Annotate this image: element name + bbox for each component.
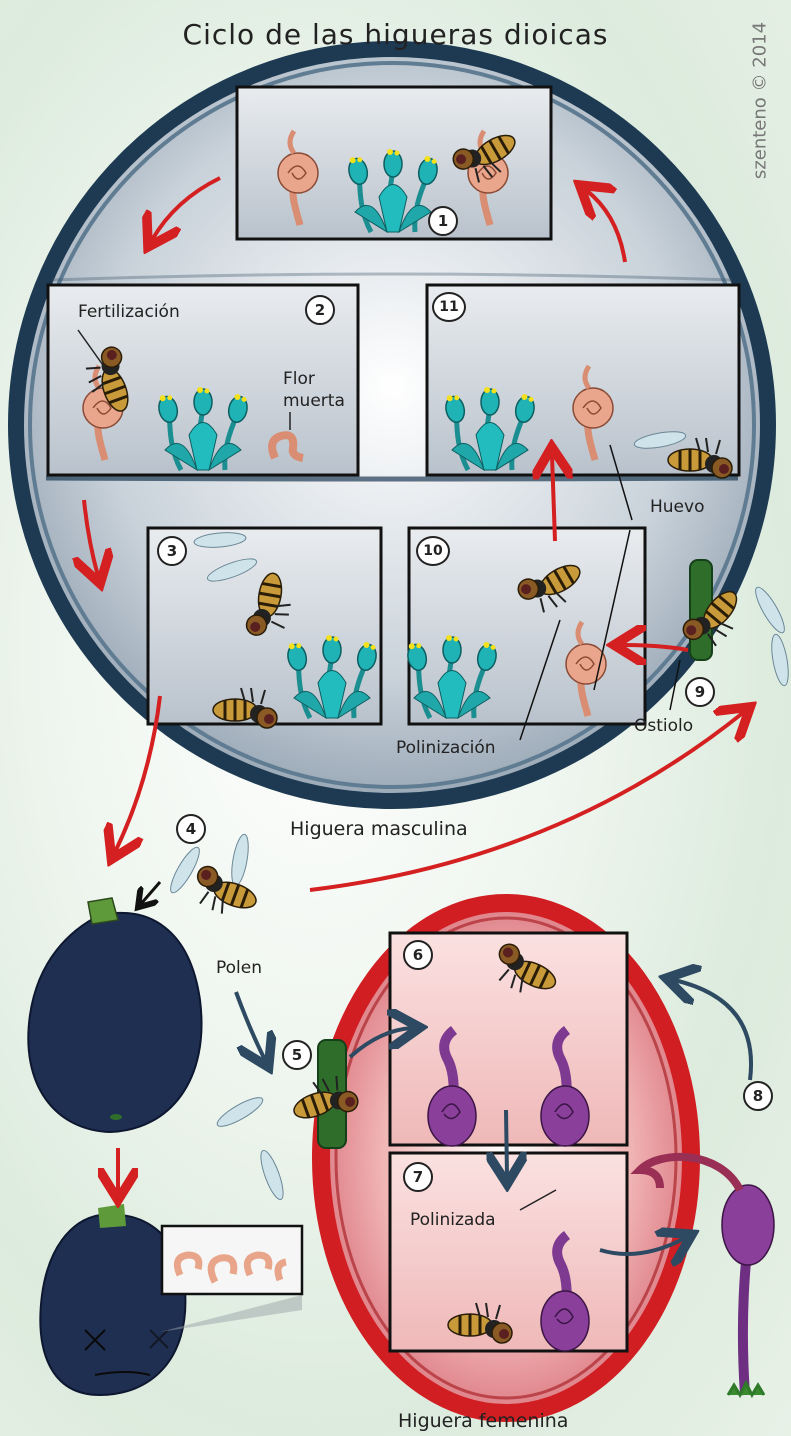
step-9-badge: 9 bbox=[685, 677, 715, 707]
step-1-badge: 1 bbox=[428, 206, 458, 236]
credit-text: szenteno © 2014 bbox=[740, 10, 780, 200]
panel-step-11 bbox=[427, 285, 739, 478]
label-polinizacion: Polinización bbox=[396, 738, 496, 758]
label-polinizada: Polinizada bbox=[410, 1210, 496, 1230]
label-higuera-femenina: Higuera femenina bbox=[398, 1410, 568, 1432]
step-5-badge: 5 bbox=[282, 1040, 312, 1070]
label-ostiolo: Ostiolo bbox=[634, 716, 693, 736]
step-8-badge: 8 bbox=[743, 1081, 773, 1111]
diagram-title: Ciclo de las higueras dioicas bbox=[0, 18, 791, 51]
step-6-badge: 6 bbox=[403, 940, 433, 970]
step-11-badge: 11 bbox=[432, 292, 466, 322]
panel-step-1 bbox=[237, 87, 551, 239]
credit-label: szenteno © 2014 bbox=[750, 6, 771, 196]
male-fig-fruit bbox=[28, 898, 201, 1132]
label-higuera-masculina: Higuera masculina bbox=[290, 818, 468, 840]
label-fertilizacion: Fertilización bbox=[78, 302, 180, 322]
step-2-badge: 2 bbox=[305, 295, 335, 325]
step-7-badge: 7 bbox=[403, 1162, 433, 1192]
wasp-step-4 bbox=[188, 864, 262, 923]
exit-arrow bbox=[140, 882, 160, 905]
dead-fig-zoom-panel bbox=[162, 1226, 302, 1294]
step-10-badge: 10 bbox=[416, 536, 450, 566]
step-4-badge: 4 bbox=[176, 814, 206, 844]
label-polen: Polen bbox=[216, 958, 262, 978]
label-huevo: Huevo bbox=[650, 497, 704, 517]
step-3-badge: 3 bbox=[157, 536, 187, 566]
label-flor-muerta: Flor muerta bbox=[283, 368, 353, 412]
